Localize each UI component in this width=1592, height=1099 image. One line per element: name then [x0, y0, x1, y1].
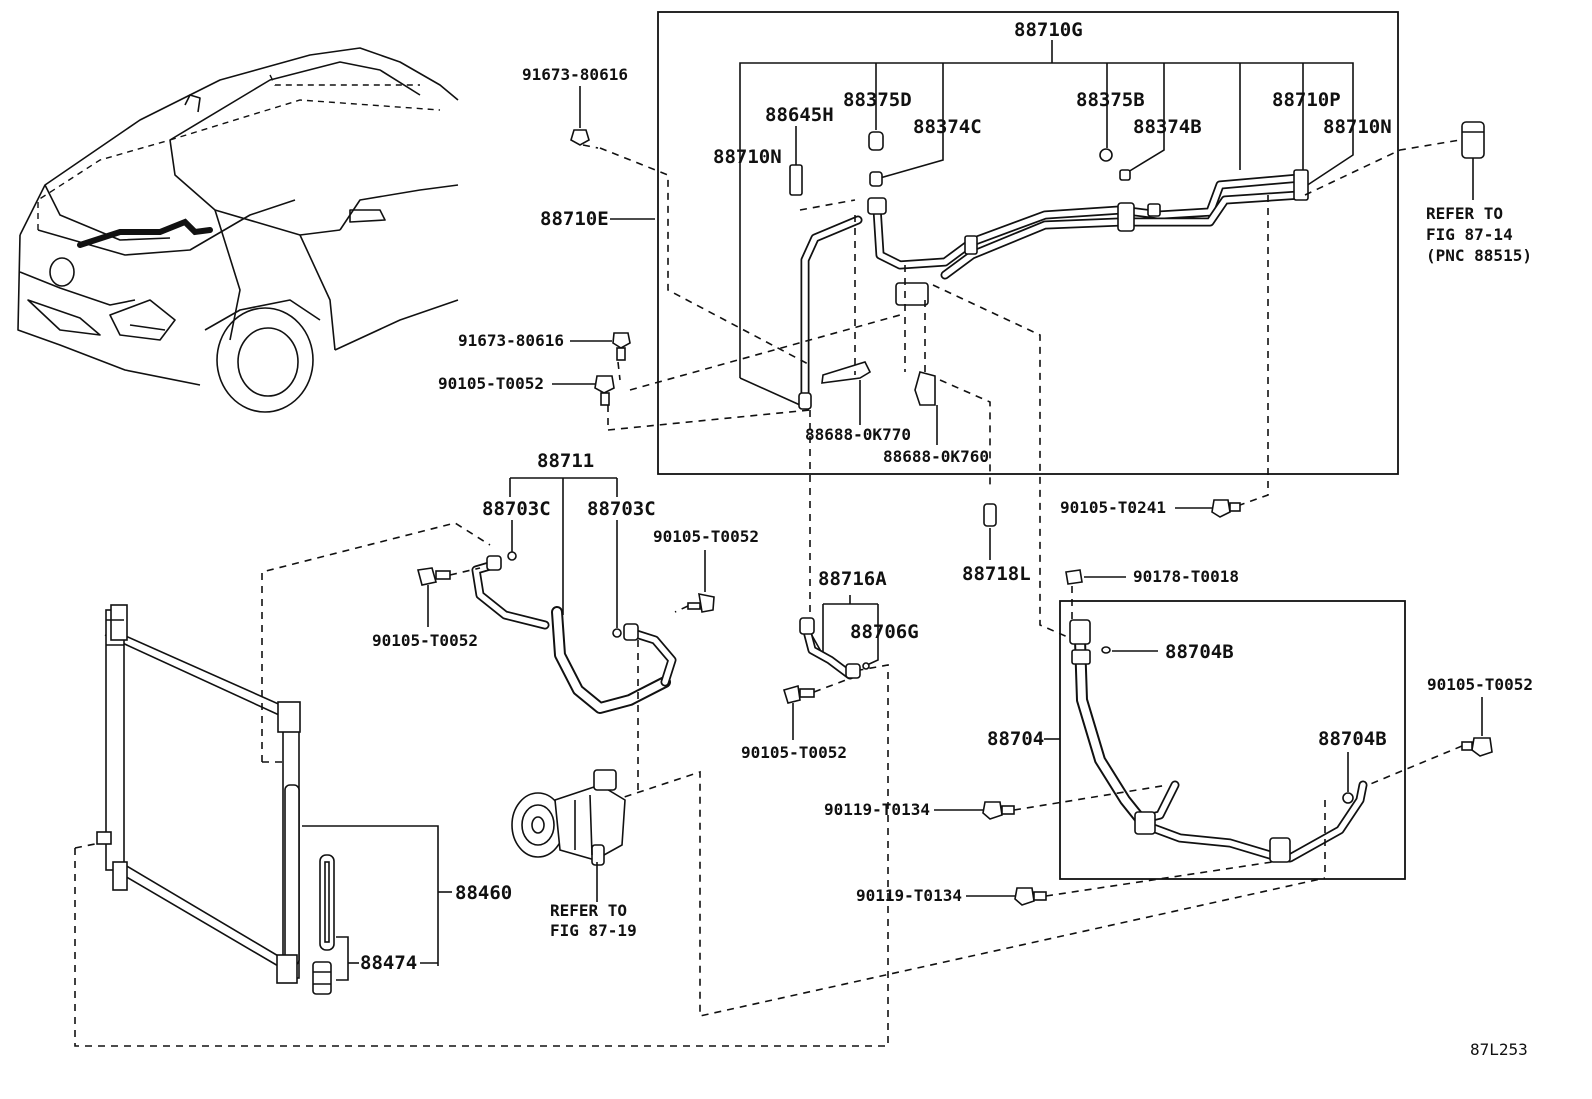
diagram-id-label: 87L253	[1470, 1040, 1528, 1059]
label-90105-T0052-right: 90105-T0052	[1427, 675, 1533, 694]
label-90105-T0052-mid: 90105-T0052	[438, 374, 544, 393]
bolt-icon	[594, 375, 615, 394]
suction-hose-group-box: 88704B 88704 88704B	[987, 600, 1406, 880]
right-mid-callouts: 88718L 90105-T0241 90178-T0018	[962, 498, 1241, 620]
label-88474: 88474	[360, 952, 417, 974]
label-91673-80616-top: 91673-80616	[522, 65, 628, 84]
bolt-icon	[1014, 887, 1035, 906]
label-88374B: 88374B	[1133, 116, 1202, 138]
label-88710E: 88710E	[540, 208, 609, 230]
label-88703C-left: 88703C	[482, 498, 551, 520]
label-90178-T0018: 90178-T0018	[1133, 567, 1239, 586]
discharge-hose-group: 88711 88703C 88703C 90105-T0052 90105-T0…	[372, 450, 759, 714]
label-90119-T0134-a: 90119-T0134	[824, 800, 930, 819]
nut-icon	[1065, 569, 1083, 585]
label-88710P: 88710P	[1272, 89, 1341, 111]
label-88710N-left: 88710N	[713, 146, 782, 168]
bolt-icon	[416, 567, 438, 586]
label-88716A: 88716A	[818, 568, 887, 590]
bolt-icon	[612, 332, 631, 349]
label-88703C-right: 88703C	[587, 498, 656, 520]
label-88710G: 88710G	[1014, 19, 1083, 41]
label-88374C: 88374C	[913, 116, 982, 138]
label-90105-T0241: 90105-T0241	[1060, 498, 1166, 517]
bolt-icon	[1471, 737, 1493, 757]
bolt-icon	[782, 684, 801, 704]
bolt-icon	[1211, 499, 1231, 518]
bolt-icon	[982, 801, 1003, 820]
label-88688-0K770: 88688-0K770	[805, 425, 911, 444]
receiver-desiccant: 88460 88474	[302, 825, 512, 995]
label-88645H: 88645H	[765, 104, 834, 126]
label-90105-T0052-b: 90105-T0052	[372, 631, 478, 650]
valve-core-icon	[983, 503, 997, 527]
right-lower-callouts: 90105-T0052 90119-T0134 90119-T0134	[824, 675, 1533, 906]
ref-87-19-line1: REFER TO	[550, 901, 627, 920]
label-88710N-right: 88710N	[1323, 116, 1392, 138]
ref-87-14-line3: (PNC 88515)	[1426, 246, 1532, 265]
label-88688-0K760: 88688-0K760	[883, 447, 989, 466]
label-88704B-right: 88704B	[1318, 728, 1387, 750]
ref-87-19-line2: FIG 87-19	[550, 921, 637, 940]
suction-pipe-88716A: 88716A 88706G 90105-T0052	[741, 568, 919, 762]
condenser	[96, 604, 301, 984]
label-88375D: 88375D	[843, 89, 912, 111]
left-upper-callouts: 91673-80616 88710E 91673-80616 90105-T00…	[438, 65, 655, 406]
label-90105-T0052-a: 90105-T0052	[653, 527, 759, 546]
label-88704B-top: 88704B	[1165, 641, 1234, 663]
label-88704: 88704	[987, 728, 1044, 750]
bolt-icon	[570, 129, 590, 146]
compressor: REFER TO FIG 87-19	[511, 769, 637, 940]
label-88706G: 88706G	[850, 621, 919, 643]
bolt-icon	[698, 592, 715, 613]
ref-87-14-line1: REFER TO	[1426, 204, 1503, 223]
vehicle-illustration	[17, 47, 459, 413]
upper-box-callouts: 88710G 88375D 88375B 88710P 88645H 88374…	[713, 19, 1392, 466]
upper-pipe-group-box	[657, 11, 1461, 639]
label-88718L: 88718L	[962, 563, 1031, 585]
label-90119-T0134-b: 90119-T0134	[856, 886, 962, 905]
label-90105-T0052-c: 90105-T0052	[741, 743, 847, 762]
label-88711: 88711	[537, 450, 594, 472]
pressure-switch-icon	[1461, 121, 1485, 159]
ref-fig-87-14: REFER TO FIG 87-14 (PNC 88515)	[1426, 121, 1532, 265]
label-91673-80616-mid: 91673-80616	[458, 331, 564, 350]
label-88460: 88460	[455, 882, 512, 904]
ref-87-14-line2: FIG 87-14	[1426, 225, 1513, 244]
label-88375B: 88375B	[1076, 89, 1145, 111]
